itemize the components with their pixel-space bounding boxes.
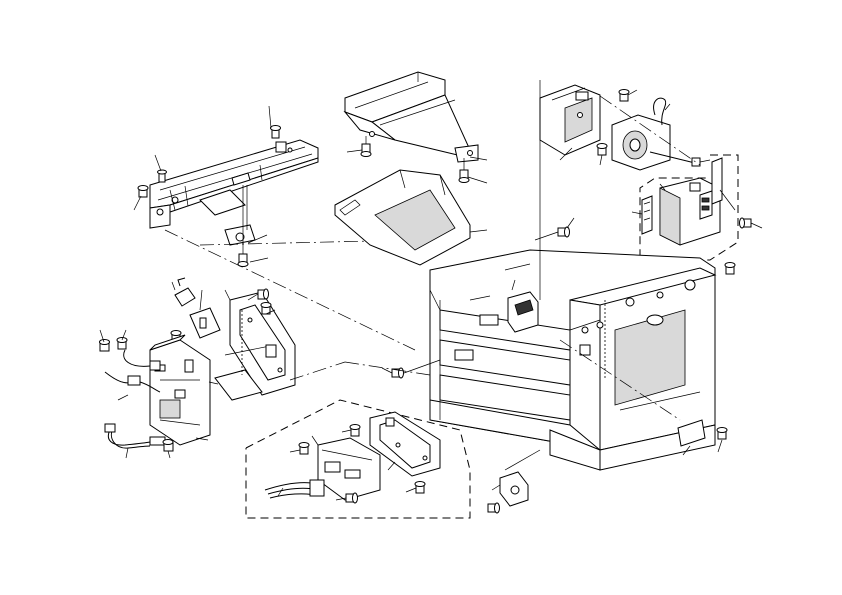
leader-lower-right-bracket: [682, 445, 691, 456]
main-frame: [429, 249, 717, 471]
control-bracket: [369, 411, 441, 477]
leader-lines-duct: [346, 136, 488, 184]
filter-pad: [641, 195, 653, 235]
leader-frame-top: [534, 231, 559, 241]
guide-line-c: [559, 339, 681, 421]
upper-left-rail-assembly: [149, 139, 319, 246]
screw-board-left: [99, 339, 110, 352]
fan-motor: [611, 97, 671, 171]
small-hook-bracket: [174, 277, 196, 307]
cable-harness-b: [104, 423, 151, 449]
guide-line-a: [164, 229, 416, 351]
screw-upper-left-top: [270, 125, 281, 139]
leader-switch-bracket: [491, 484, 501, 491]
leader-lines-fan: [559, 89, 711, 166]
screw-board-left-small: [298, 442, 310, 455]
leader-housing: [719, 189, 736, 211]
screw-upper-left-b: [137, 185, 149, 198]
screw-frame-top: [557, 226, 570, 238]
screw-board-bottom-center: [345, 492, 358, 504]
fan-bracket: [539, 84, 601, 156]
vertical-cover-plate: [711, 157, 723, 205]
ground-clamp: [507, 291, 539, 333]
screw-upper-left-bottom: [237, 253, 249, 267]
guide-line-e: [289, 361, 346, 381]
screw-housing-bottom: [724, 262, 736, 275]
screw-board-right: [414, 481, 426, 494]
screw-fan-top: [618, 89, 630, 102]
lower-duct-tray: [334, 169, 488, 266]
flat-cable: [264, 479, 325, 499]
guide-switch: [504, 449, 541, 471]
screw-housing-right: [739, 217, 752, 229]
lower-right-bracket: [677, 419, 706, 447]
leader-housing-right: [750, 222, 763, 229]
screw-duct-right: [458, 169, 470, 183]
small-switch-bracket: [499, 471, 529, 507]
screw-board-top: [349, 424, 361, 437]
screw-duct-left: [360, 143, 372, 157]
screw-fan-mid: [596, 143, 608, 156]
guide-line-f: [344, 361, 431, 376]
leader-frame-left: [381, 367, 393, 374]
screw-left-bracket-a: [257, 288, 269, 300]
leader-filter: [631, 211, 643, 215]
screw-switch: [487, 502, 500, 514]
fan-housing: [659, 177, 721, 246]
screw-upper-left-a: [157, 169, 167, 183]
leader-frame-top-b: [566, 217, 575, 229]
screw-board-bottom: [162, 439, 174, 452]
guide-frame-left: [403, 359, 441, 374]
leader-lines-left-board: [99, 281, 276, 459]
guide-line-d: [599, 95, 701, 166]
left-mount-frame: [214, 291, 296, 401]
leader-lower-right-screw: [717, 439, 723, 453]
leader-lines-upper-left: [133, 105, 272, 263]
cable-harness-a: [104, 349, 161, 393]
control-board: [317, 437, 381, 501]
left-circuit-board: [149, 334, 211, 446]
dashed-box-control-board: [245, 399, 471, 519]
leader-lines-board: [277, 429, 417, 501]
screw-lower-right: [716, 427, 728, 440]
leader-ground-clamp: [511, 279, 516, 291]
hinge-bracket: [189, 307, 221, 339]
